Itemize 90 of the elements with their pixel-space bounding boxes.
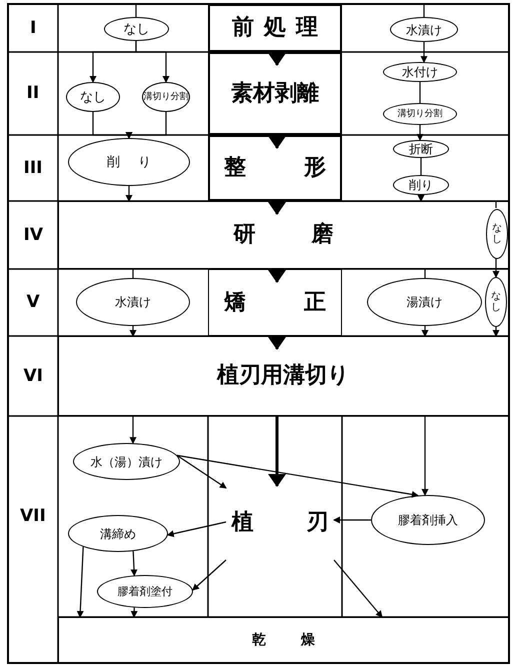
oval-node xyxy=(142,82,190,112)
step-label: 湯漬け xyxy=(406,296,442,308)
oval-node xyxy=(393,175,449,195)
triangle-arrow xyxy=(268,336,286,350)
step-label: 溝締め xyxy=(100,528,136,540)
connector-line xyxy=(420,158,422,175)
process-label: 矯正 xyxy=(224,292,384,314)
step-label: なし xyxy=(124,22,150,36)
process-box xyxy=(208,4,342,52)
process-label: 素材剥離 xyxy=(231,82,319,104)
oval-node xyxy=(485,277,507,327)
process-label: 整形 xyxy=(224,157,384,179)
oval-node xyxy=(68,515,168,552)
row-number: IV xyxy=(24,226,43,244)
arrow xyxy=(420,42,428,64)
row-number: III xyxy=(24,160,42,176)
row-number: V xyxy=(26,294,40,311)
arrow xyxy=(416,125,424,141)
step-label: 削り xyxy=(409,179,433,191)
process-box xyxy=(58,201,509,269)
oval-node xyxy=(68,138,190,186)
arrow xyxy=(130,608,138,618)
arrow xyxy=(176,454,227,489)
arrow xyxy=(135,41,170,83)
oval-node xyxy=(390,17,458,42)
row-number: VI xyxy=(24,368,43,384)
step-label: 溝切り分割 xyxy=(144,92,188,102)
connector-line xyxy=(135,4,137,17)
step-label: 水漬け xyxy=(115,296,151,308)
connector-line xyxy=(423,4,425,17)
connector-line xyxy=(419,82,421,103)
step-label: なし xyxy=(492,223,502,245)
oval-node xyxy=(383,62,457,82)
process-box xyxy=(208,52,342,135)
arrow xyxy=(422,416,428,496)
arrow xyxy=(333,516,371,524)
step-label: 削り xyxy=(107,156,169,168)
arrow xyxy=(130,551,138,576)
arrow xyxy=(418,195,424,202)
connector-line xyxy=(132,269,134,278)
row-number: VII xyxy=(20,508,46,525)
oval-node xyxy=(66,82,120,112)
step-label: 水付け xyxy=(402,66,438,78)
oval-node xyxy=(393,140,449,158)
step-label: 水（湯）漬け xyxy=(90,456,162,468)
step-label: なし xyxy=(80,90,106,104)
process-box xyxy=(208,269,342,336)
row-number: II xyxy=(26,85,40,102)
row-number: I xyxy=(30,20,36,36)
arrow xyxy=(126,186,132,202)
triangle-arrow xyxy=(268,416,286,487)
process-box xyxy=(58,617,509,663)
arrow xyxy=(76,546,84,618)
oval-node xyxy=(383,103,457,125)
arrow xyxy=(130,416,136,444)
process-box xyxy=(58,336,509,416)
process-label: 植刃 xyxy=(232,512,382,534)
process-label: 研磨 xyxy=(234,224,390,246)
step-label: なし xyxy=(491,291,501,313)
arrow xyxy=(126,112,167,139)
step-label: 膠着剤塗付 xyxy=(118,586,172,597)
arrow xyxy=(166,521,226,538)
connector-line xyxy=(424,269,426,278)
arrow xyxy=(130,326,136,337)
arrow xyxy=(176,454,419,498)
connector-line xyxy=(495,201,497,208)
process-label: 前処理 xyxy=(232,17,328,39)
oval-node xyxy=(371,495,485,545)
arrow xyxy=(492,327,500,337)
step-label: 膠着剤挿入 xyxy=(398,514,458,526)
arrow xyxy=(422,326,428,337)
process-label: 乾燥 xyxy=(252,633,350,647)
arrow xyxy=(492,258,500,278)
triangle-arrow xyxy=(268,52,286,66)
step-label: 溝切り分割 xyxy=(398,110,442,118)
arrow xyxy=(192,560,226,591)
oval-node xyxy=(76,278,190,326)
oval-node xyxy=(486,209,508,259)
oval-node xyxy=(97,575,193,608)
step-label: 折断 xyxy=(409,143,433,155)
process-label: 植刃用溝切り xyxy=(217,365,350,387)
step-label: 水漬け xyxy=(406,24,442,36)
process-box xyxy=(208,135,342,201)
arrow xyxy=(334,560,383,618)
triangle-arrow xyxy=(268,135,286,149)
oval-node xyxy=(104,17,169,41)
triangle-arrow xyxy=(268,269,286,283)
oval-node xyxy=(73,443,180,480)
oval-node xyxy=(367,278,482,326)
triangle-arrow xyxy=(268,201,286,215)
